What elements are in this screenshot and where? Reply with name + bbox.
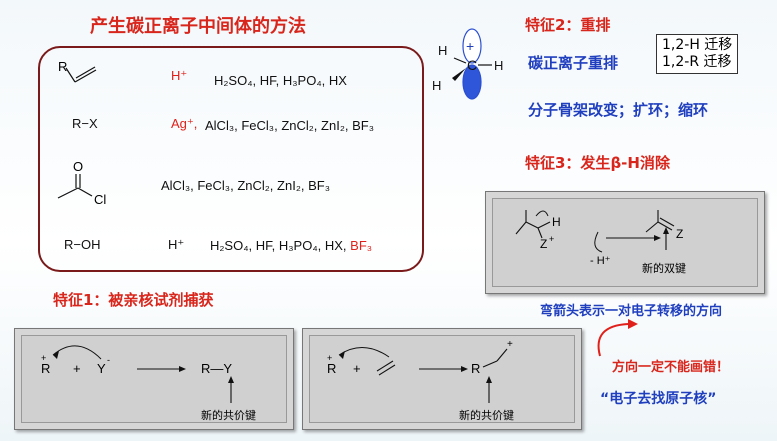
- row3-conditions: AlCl₃, FeCl₃, ZnCl₂, ZnI₂, BF₃: [161, 178, 330, 193]
- row4-conditions-tail: BF₃: [350, 238, 373, 253]
- row2-reagent: Ag⁺,: [171, 116, 198, 131]
- right-op: +: [353, 361, 361, 376]
- elimination-scheme: H Z + - H⁺ Z 新的双键: [515, 210, 686, 275]
- methods-box: [38, 46, 424, 272]
- right-product-plus: +: [507, 339, 513, 350]
- shift-r: 1,2-R 迁移: [662, 54, 732, 70]
- capture-scheme-right: R + + R + 新的共价键: [302, 328, 582, 430]
- left-product: R—Y: [201, 361, 232, 376]
- capture-scheme-left-svg: R + + Y - R—Y 新的共价键: [41, 345, 256, 422]
- acyl-chlorine-label: Cl: [94, 192, 106, 207]
- carbocation-orbital-diagram: + C H H H: [432, 28, 503, 100]
- h-bottom-label: H: [432, 78, 441, 93]
- red-curved-arrow-icon: [597, 319, 638, 357]
- capture-scheme-right-svg: R + + R + 新的共价键: [327, 339, 514, 422]
- row2-conditions: AlCl₃, FeCl₃, ZnCl₂, ZnI₂, BF₃: [205, 118, 374, 133]
- left-y-minus: -: [107, 355, 110, 365]
- left-r-plus: +: [41, 353, 46, 363]
- acyl-chloride-structure: O Cl: [57, 160, 106, 207]
- row2-substrate: R−X: [72, 116, 98, 131]
- acyl-oxygen-label: O: [73, 160, 83, 174]
- row1-reagent: H⁺: [171, 68, 188, 83]
- feature2-skeleton-note: 分子骨架改变；扩环；缩环: [528, 101, 709, 119]
- row4-reagent: H⁺: [168, 237, 185, 252]
- shift-options-box: 1,2-H 迁移 1,2-R 迁移: [656, 34, 739, 74]
- right-caption: 新的共价键: [459, 408, 514, 422]
- elim-plus-label: +: [549, 234, 554, 244]
- elim-z-right-label: Z: [676, 227, 683, 241]
- elim-caption: 新的双键: [642, 261, 686, 275]
- feature1-title: 特征1：被亲核试剂捕获: [53, 291, 214, 309]
- feature2-title: 特征2：重排: [525, 16, 611, 34]
- right-r-label: R: [327, 361, 336, 376]
- alkene-r-label: R: [58, 59, 67, 74]
- feature2-subtitle: 碳正离子重排: [528, 54, 619, 72]
- row4-substrate: R−OH: [64, 237, 101, 252]
- capture-scheme-left: R + + Y - R—Y 新的共价键: [14, 328, 294, 430]
- elim-minus-h-label: - H⁺: [590, 255, 611, 267]
- elim-z-left-label: Z: [540, 237, 547, 251]
- direction-note: 方向一定不能画错！: [612, 360, 730, 375]
- shift-h: 1,2-H 迁移: [662, 37, 733, 53]
- central-carbon-label: C: [467, 57, 477, 73]
- right-product-r: R: [471, 361, 480, 376]
- h-right-label: H: [494, 58, 503, 73]
- elim-h-label: H: [552, 215, 561, 229]
- elimination-panel: H Z + - H⁺ Z 新的双键: [485, 191, 765, 294]
- right-r-plus: +: [327, 353, 332, 363]
- row1-conditions: H₂SO₄, HF, H₃PO₄, HX: [214, 73, 347, 88]
- left-caption: 新的共价键: [201, 408, 256, 422]
- feature3-title: 特征3：发生β-H消除: [525, 154, 670, 172]
- left-op: +: [73, 361, 81, 376]
- alkene-structure: R: [58, 59, 97, 83]
- h-top-label: H: [438, 43, 447, 58]
- orbital-plus-label: +: [466, 38, 474, 54]
- left-r-label: R: [41, 361, 50, 376]
- curved-arrow-note: 弯箭头表示一对电子转移的方向: [540, 304, 723, 319]
- main-title: 产生碳正离子中间体的方法: [90, 16, 306, 37]
- left-y-label: Y: [97, 361, 106, 376]
- electron-note: “电子去找原子核”: [600, 391, 717, 407]
- row4-conditions: H₂SO₄, HF, H₃PO₄, HX, BF₃: [210, 238, 373, 253]
